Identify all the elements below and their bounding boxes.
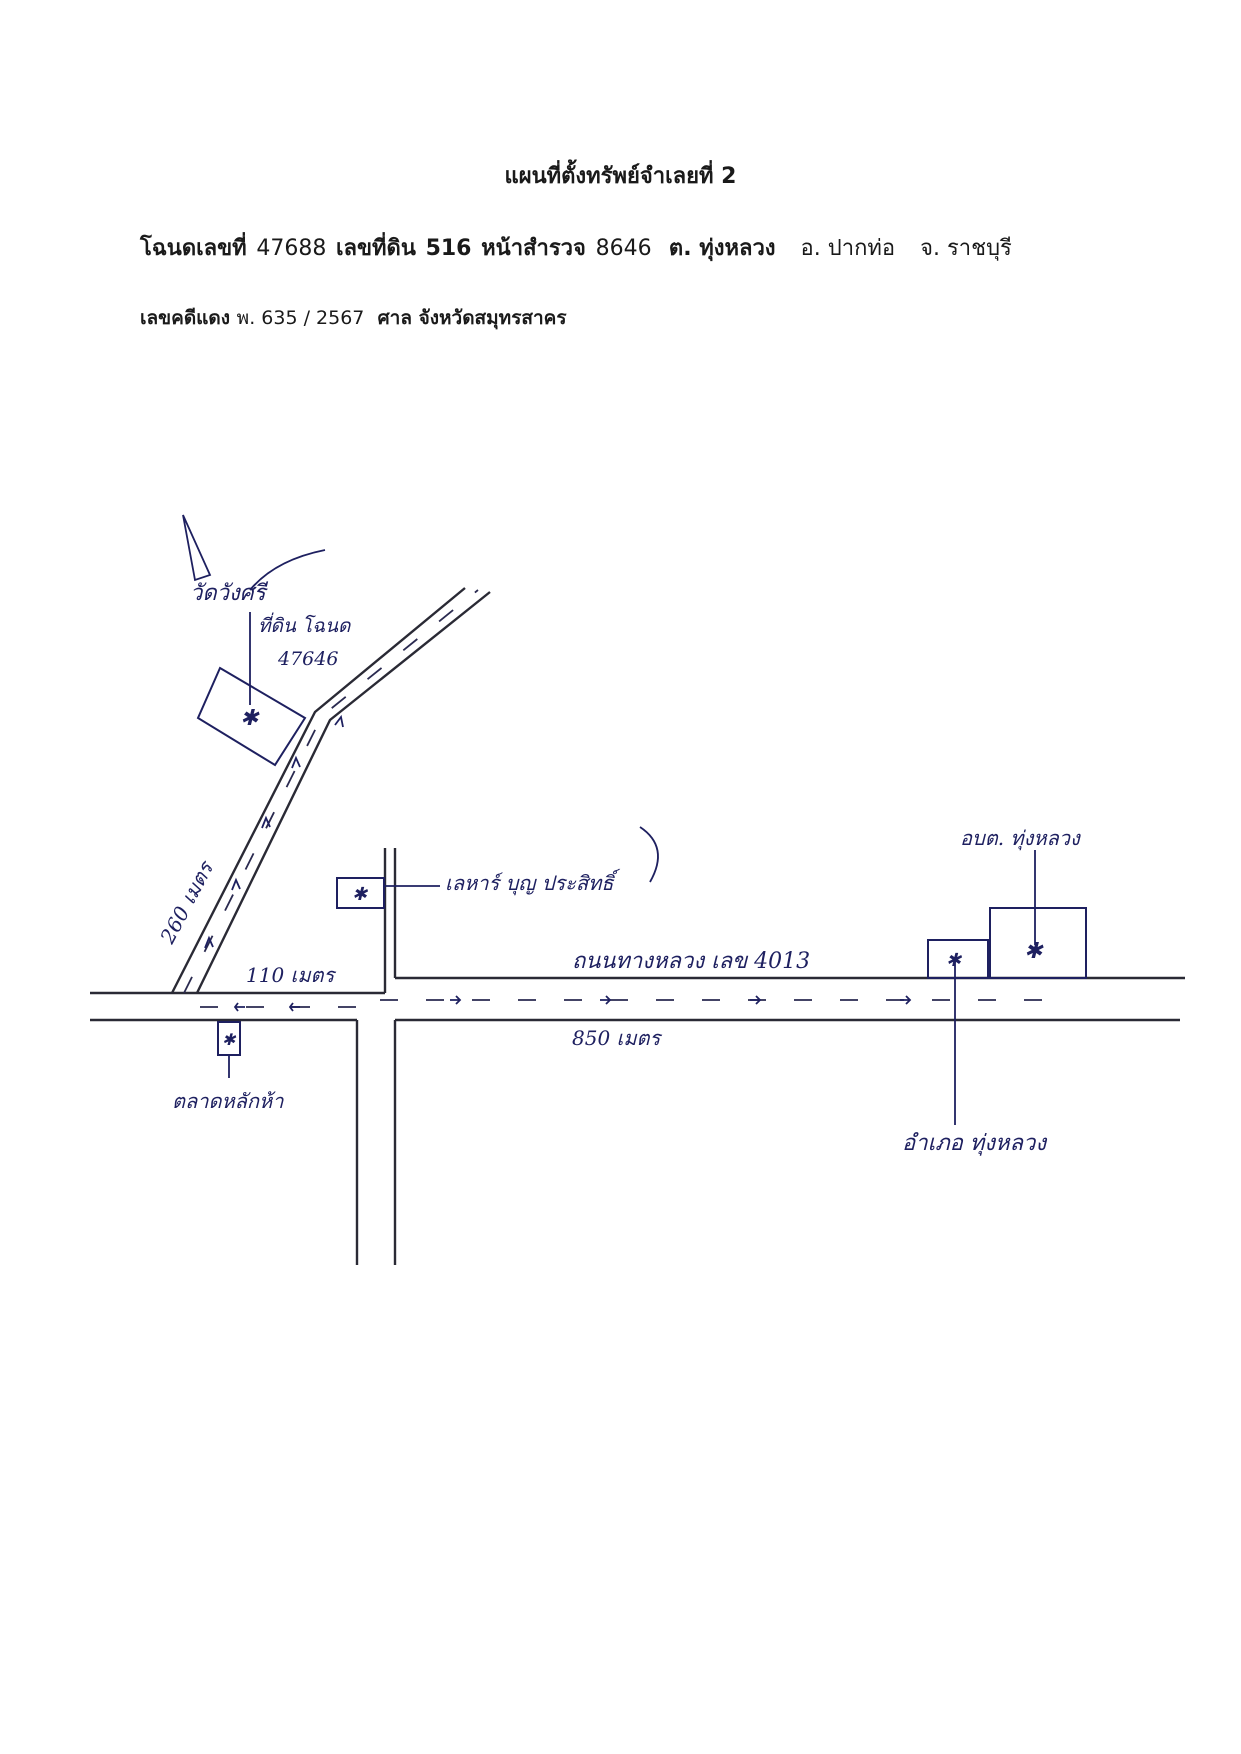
- office-star-icon: ✱: [1024, 939, 1044, 964]
- province: จ. ราชบุรี: [920, 236, 1012, 261]
- distance-long: 850 เมตร: [572, 1026, 663, 1050]
- market-marker: ✱ ตลาดหลักห้า: [172, 1021, 284, 1113]
- distance-short: 110 เมตร: [246, 963, 337, 987]
- side-road-vertical: [355, 848, 397, 1265]
- school-marker: ✱ เลหาร์ บุญ ประสิทธิ์: [336, 826, 659, 909]
- north-arrow-icon: [182, 514, 212, 582]
- district-office-marker: ✱ อำเภอ ทุ่งหลวง: [902, 939, 1048, 1156]
- plot-number: 47646: [277, 648, 338, 670]
- land-number: 516: [425, 236, 472, 261]
- case-info-line: เลขคดีแดง พ. 635 / 2567 ศาล จังหวัดสมุทร…: [140, 303, 567, 333]
- court-name: จังหวัดสมุทรสาคร: [418, 307, 567, 329]
- school-label: เลหาร์ บุญ ประสิทธิ์: [445, 868, 621, 896]
- land-label: เลขที่ดิน: [336, 236, 416, 261]
- plot-label: ที่ดิน โฉนด: [258, 612, 352, 637]
- tambon-office-marker: ✱ อบต. ทุ่งหลวง: [960, 826, 1087, 979]
- case-number: พ. 635 / 2567: [236, 307, 365, 329]
- temple-marker: วัดวังศรี: [190, 549, 326, 606]
- court-label: ศาล: [377, 307, 412, 329]
- market-label: ตลาดหลักห้า: [172, 1089, 284, 1113]
- subject-plot: ✱ ที่ดิน โฉนด 47646: [196, 612, 352, 767]
- highway-label: ถนนทางหลวง เลข 4013: [572, 949, 810, 974]
- deed-label: โฉนดเลขที่: [140, 236, 247, 261]
- subdistrict: ต. ทุ่งหลวง: [668, 236, 776, 261]
- deed-number: 47688: [256, 236, 327, 261]
- survey-label: หน้าสำรวจ: [481, 236, 586, 261]
- page-title: แผนที่ตั้งทรัพย์จำเลยที่ 2: [504, 164, 737, 189]
- temple-label: วัดวังศรี: [190, 581, 269, 606]
- plot-star-icon: ✱: [240, 706, 260, 731]
- route-arrows: [204, 714, 912, 1012]
- office-label: อบต. ทุ่งหลวง: [960, 826, 1081, 851]
- market-star-icon: ✱: [222, 1030, 237, 1049]
- district-office-label: อำเภอ ทุ่งหลวง: [902, 1131, 1048, 1156]
- diagonal-road: [170, 587, 491, 994]
- school-star-icon: ✱: [352, 884, 369, 905]
- district: อ. ปากท่อ: [800, 236, 896, 261]
- survey-number: 8646: [595, 236, 652, 261]
- deed-info-line: โฉนดเลขที่ 47688 เลขที่ดิน 516 หน้าสำรวจ…: [140, 230, 1014, 265]
- case-label: เลขคดีแดง: [140, 307, 231, 329]
- distance-diagonal: 260 เมตร: [155, 856, 219, 948]
